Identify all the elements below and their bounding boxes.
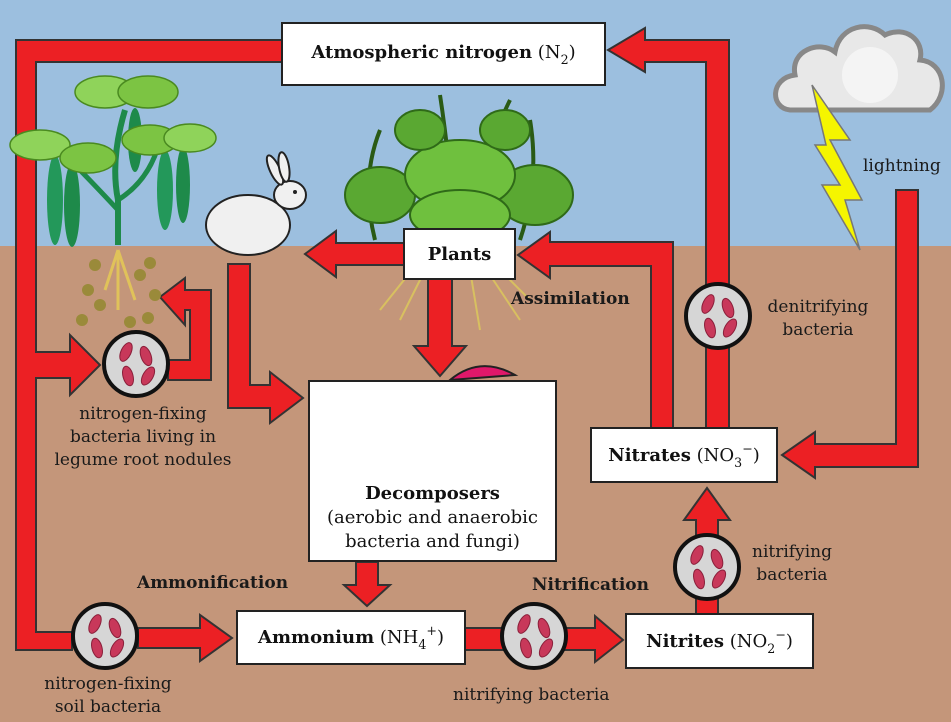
bacteria-icon — [102, 330, 170, 398]
box-label: Nitrates — [608, 444, 691, 466]
arrow-nodules-to-legume — [158, 275, 212, 381]
lightning-icon — [811, 84, 864, 251]
label-line: nitrifying — [752, 542, 832, 562]
assimilation-label: Assimilation — [511, 289, 630, 309]
arrow-decomposers-to-ammonium — [341, 561, 393, 608]
formula-subscript: 3 — [734, 454, 743, 470]
label-line: nitrogen-fixing — [44, 674, 172, 694]
box-label: Decomposers — [365, 483, 500, 504]
bacteria-icon — [684, 282, 752, 350]
formula-superscript: − — [775, 626, 786, 642]
formula-subscript: 2 — [560, 51, 569, 67]
label-line: nitrogen-fixing — [79, 404, 207, 424]
label-line: bacteria living in — [69, 427, 217, 447]
nitrites-box: Nitrites (NO2−) — [625, 613, 814, 669]
cloud-icon — [773, 24, 945, 113]
arrow-lightning-to-nitrates — [780, 189, 919, 480]
nitrates-box: Nitrates (NO3−) — [590, 427, 778, 483]
arrow-soil-bacteria-to-ammonium — [137, 613, 234, 663]
bacteria-icon — [71, 602, 139, 670]
formula-subscript: 4 — [418, 637, 427, 652]
label-line: legume root nodules — [54, 450, 232, 470]
label-line: bacteria — [782, 320, 854, 340]
legume-bacteria-label: nitrogen-fixing bacteria living in legum… — [38, 403, 248, 472]
box-description: bacteria and fungi) — [345, 531, 520, 552]
decomposers-box: Decomposers (aerobic and anaerobic bacte… — [308, 380, 557, 562]
label-line: soil bacteria — [54, 697, 162, 717]
box-label: Nitrites — [646, 630, 724, 652]
bacteria-icon — [500, 602, 568, 670]
ammonification-label: Ammonification — [137, 573, 289, 593]
ammonium-box: Ammonium (NH4+) — [236, 610, 466, 665]
label-line: bacteria — [756, 565, 828, 585]
box-label: Plants — [427, 243, 492, 265]
arrow-atmos-to-fixation — [15, 39, 283, 651]
label-line: denitrifying — [767, 297, 869, 317]
formula-close: ) — [752, 444, 760, 466]
denitrifying-bacteria-label: denitrifying bacteria — [758, 296, 878, 342]
formula-superscript: + — [426, 623, 437, 638]
plants-box: Plants — [403, 228, 516, 280]
arrow-animals-to-decomposers — [227, 263, 305, 426]
soil-bacteria-label: nitrogen-fixing soil bacteria — [28, 673, 188, 719]
box-label: Atmospheric nitrogen — [311, 41, 533, 63]
arrow-plants-to-decomposers — [411, 277, 469, 378]
formula: (NO — [729, 630, 768, 652]
nitrifying-bacteria-label: nitrifying bacteria — [742, 541, 842, 587]
box-label: Ammonium — [258, 627, 375, 648]
arrow-plants-to-animals — [303, 229, 406, 279]
nitrification-label: Nitrification — [532, 575, 649, 595]
formula: (NH — [379, 627, 419, 648]
formula-close: ) — [436, 627, 444, 648]
formula-subscript: 2 — [767, 640, 776, 656]
formula: (NO — [696, 444, 735, 466]
atmospheric-nitrogen-box: Atmospheric nitrogen (N2) — [281, 22, 606, 86]
box-description: (aerobic and anaerobic — [326, 507, 538, 528]
nitrifying-bacteria-label: nitrifying bacteria — [453, 685, 610, 705]
legume-plant-icon — [9, 75, 217, 328]
plant-icon — [344, 94, 574, 331]
arrow-assimilation — [516, 230, 674, 429]
formula-close: ) — [785, 630, 793, 652]
formula-superscript: − — [742, 440, 753, 456]
formula: (N — [537, 41, 561, 63]
arrow-denitrification — [606, 26, 730, 429]
lightning-label: lightning — [863, 156, 941, 176]
rabbit-icon — [205, 151, 307, 256]
bacteria-icon — [673, 533, 741, 601]
formula-close: ) — [568, 41, 576, 63]
